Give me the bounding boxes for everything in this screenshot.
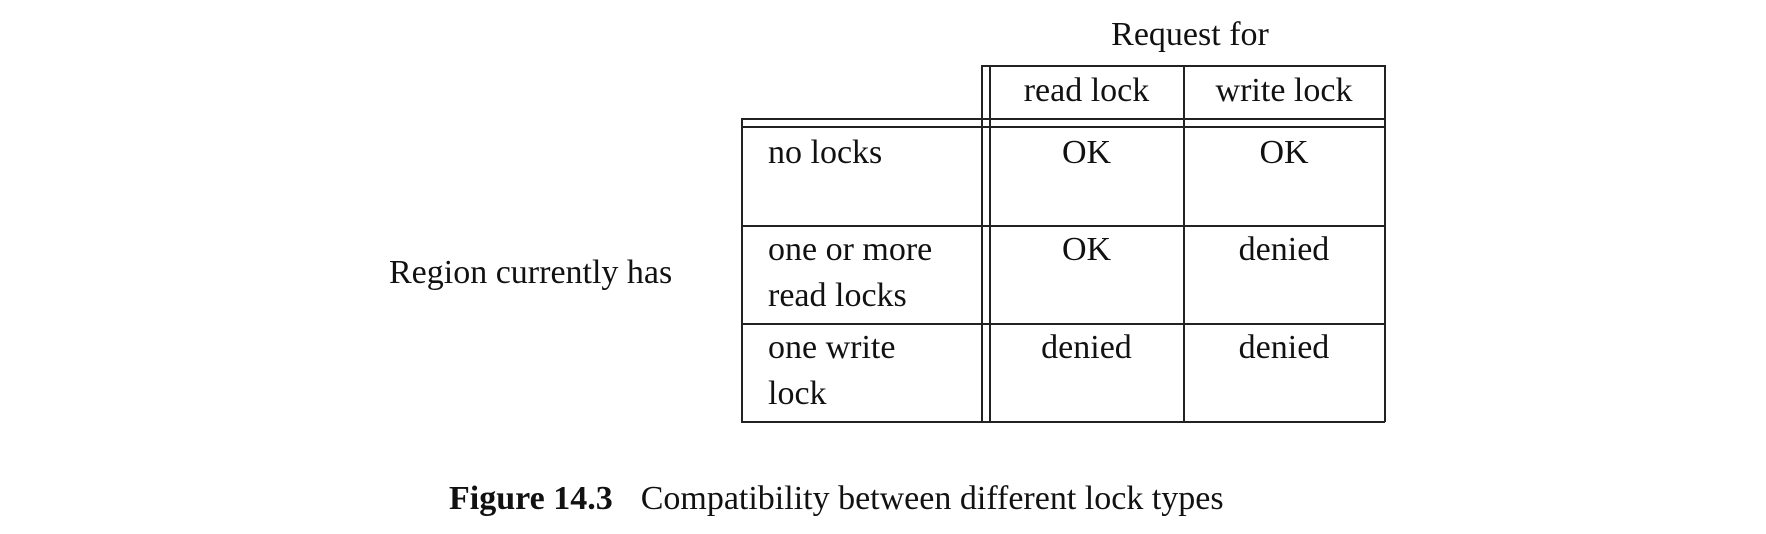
row-label: one write: [768, 329, 896, 366]
table-cell: denied: [1238, 329, 1330, 366]
row-label: read locks: [768, 277, 907, 314]
column-header-write-lock: write lock: [1215, 72, 1353, 109]
figure-label: Figure 14.3: [449, 480, 613, 517]
table-cell: denied: [1041, 329, 1132, 366]
table-cell: OK: [1061, 231, 1112, 268]
figure-caption-text: Compatibility between different lock typ…: [640, 480, 1224, 517]
table-cell: OK: [1259, 134, 1309, 171]
column-header-read-lock: read lock: [1023, 72, 1150, 109]
row-label: no locks: [768, 134, 883, 171]
table-cell: OK: [1061, 134, 1112, 171]
column-group-header: Request for: [1111, 16, 1269, 53]
figure-caption: Figure 14.3 Compatibility between differe…: [449, 482, 1224, 516]
table-cell: denied: [1238, 231, 1330, 268]
row-label: one or more: [768, 231, 933, 268]
row-label: lock: [768, 375, 827, 412]
row-group-header: Region currently has: [389, 254, 673, 291]
